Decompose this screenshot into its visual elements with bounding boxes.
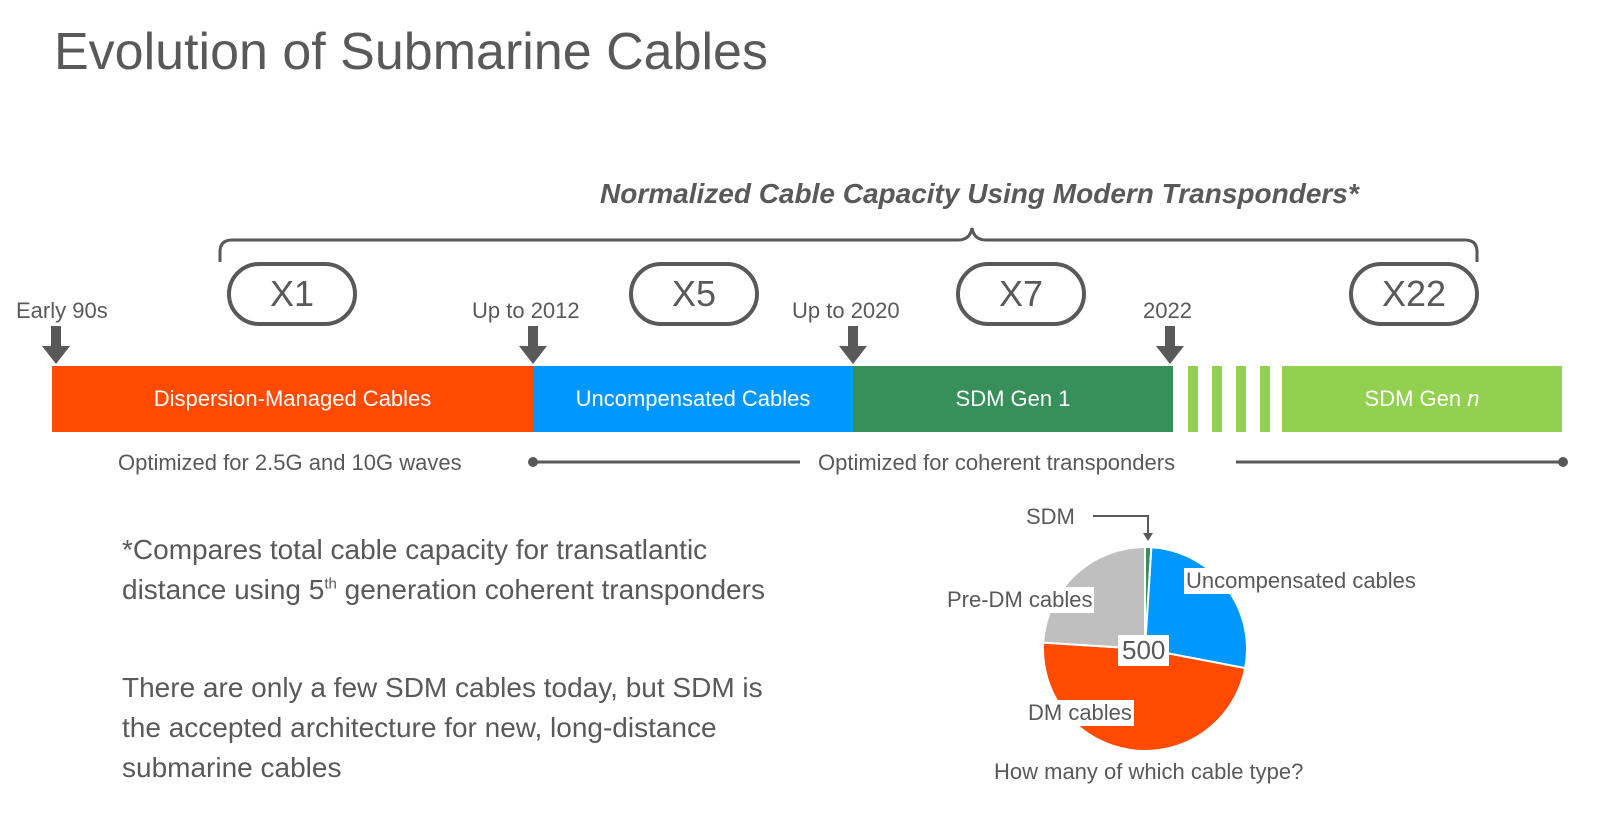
footnote-line-2-start: distance using 5 [122, 574, 325, 605]
gap-stripe [1260, 366, 1270, 432]
pie-caption: How many of which cable type? [994, 759, 1304, 784]
down-arrow-icon [42, 326, 70, 364]
gap-stripe [1236, 366, 1246, 432]
footnote-line-2-end: generation coherent transponders [336, 574, 765, 605]
down-arrow-icon [519, 326, 547, 364]
footnote-line-1: *Compares total cable capacity for trans… [122, 534, 708, 565]
coherent-span-start-dot [528, 457, 538, 467]
optimized-legacy-label: Optimized for 2.5G and 10G waves [118, 450, 462, 476]
multiplier-x1: X1 [227, 262, 357, 326]
paragraph-line-1: There are only a few SDM cables today, b… [122, 672, 763, 703]
coherent-span-end-dot [1558, 457, 1568, 467]
gap-stripe [1188, 366, 1198, 432]
pie-label-dm: DM cables [1026, 700, 1134, 726]
milestone-2012: Up to 2012 [472, 298, 580, 323]
sdm-callout-arrow [1093, 515, 1153, 541]
capacity-brace [218, 227, 1479, 262]
paragraph-line-2: the accepted architecture for new, long-… [122, 712, 717, 743]
pie-label-uncompensated: Uncompensated cables [1184, 568, 1418, 594]
optimized-coherent-label: Optimized for coherent transponders [812, 450, 1182, 476]
multiplier-x22: X22 [1349, 262, 1479, 326]
sdm-gen-n-italic: n [1467, 386, 1480, 411]
gap-stripe [1212, 366, 1222, 432]
pie-label-pre-dm: Pre-DM cables [945, 587, 1095, 613]
page-title: Evolution of Submarine Cables [54, 23, 768, 81]
segment-uncompensated: Uncompensated Cables [533, 366, 853, 432]
milestone-early-90s: Early 90s [16, 298, 108, 323]
segment-sdm-gen-1: SDM Gen 1 [853, 366, 1173, 432]
paragraph-line-3: submarine cables [122, 752, 342, 783]
sdm-paragraph: There are only a few SDM cables today, b… [122, 668, 763, 788]
milestone-2022: 2022 [1143, 298, 1192, 323]
segment-dispersion-managed: Dispersion-Managed Cables [52, 366, 533, 432]
down-arrow-icon [1156, 326, 1184, 364]
down-arrow-icon [839, 326, 867, 364]
footnote: *Compares total cable capacity for trans… [122, 530, 765, 610]
multiplier-x7: X7 [956, 262, 1086, 326]
multiplier-x5: X5 [629, 262, 759, 326]
sdm-gen-n-prefix: SDM Gen [1364, 386, 1468, 411]
segment-sdm-gen-n: SDM Gen n [1282, 366, 1562, 432]
capacity-heading: Normalized Cable Capacity Using Modern T… [600, 178, 1359, 209]
footnote-line-2: distance using 5th generation coherent t… [122, 570, 765, 610]
pie-center-value: 500 [1118, 635, 1170, 666]
pie-label-sdm: SDM [1026, 504, 1075, 529]
milestone-2020: Up to 2020 [792, 298, 900, 323]
footnote-superscript: th [324, 575, 337, 593]
